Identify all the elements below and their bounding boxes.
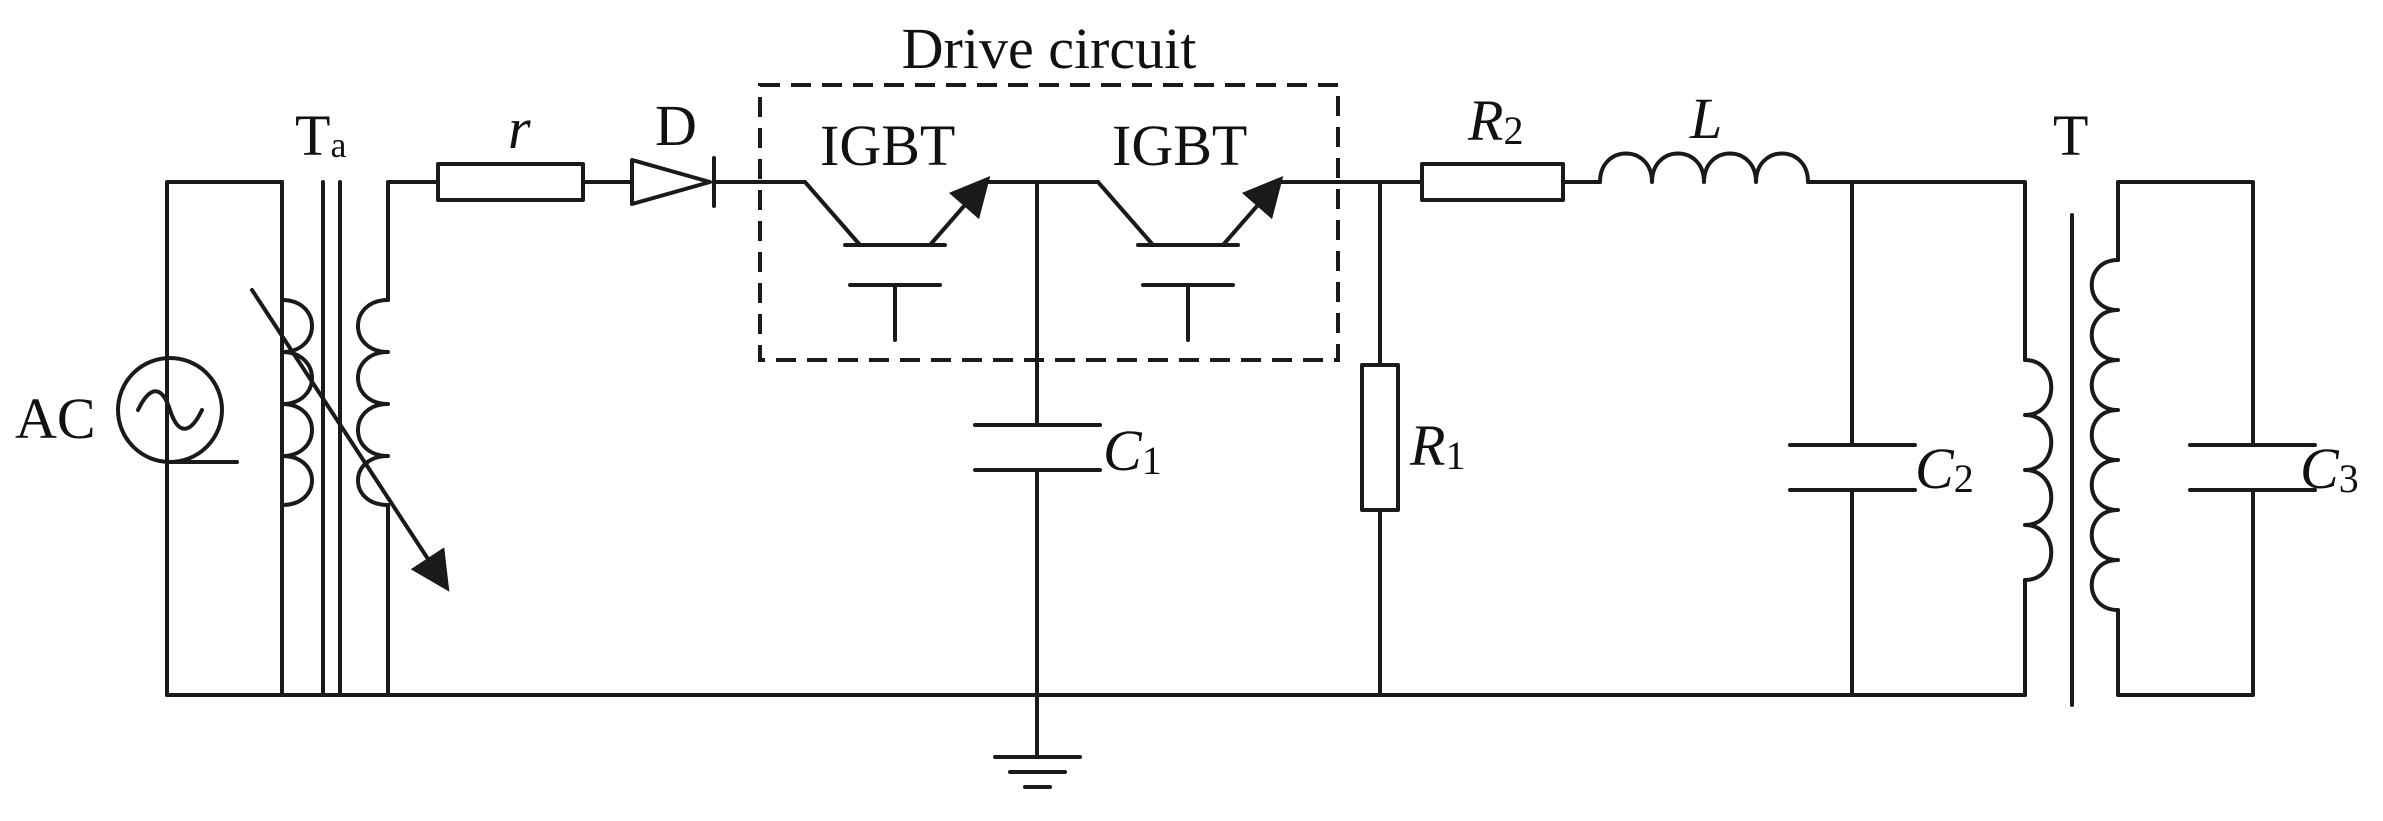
ac-source: [116, 356, 224, 464]
wire-secondary-loop: [2116, 180, 2255, 697]
capacitor-c2: [1788, 443, 1917, 492]
inductor-l: [1598, 151, 1810, 184]
r1-label: R1: [1409, 413, 1465, 478]
variable-arrow-icon: [250, 288, 450, 592]
sine-wave-icon: [136, 389, 204, 431]
capacitor-c3: [2188, 443, 2317, 492]
igbt-1-gate: [848, 283, 942, 342]
resistor-r2: [1420, 162, 1565, 202]
igbt-1: [803, 175, 991, 342]
capacitor-c1: [973, 423, 1102, 472]
resistor-r1: [1360, 363, 1400, 512]
ac-source-circle: [116, 356, 224, 464]
t-secondary-coil: [2089, 258, 2120, 612]
igbt-1-label: IGBT: [820, 113, 955, 178]
ac-label: AC: [15, 386, 96, 451]
diode-d: [630, 156, 716, 208]
ground-icon: [993, 755, 1082, 789]
wire-l-t: [1806, 180, 2027, 362]
igbt-1-emitter: [928, 175, 991, 247]
transformer-t: [2023, 213, 2120, 707]
c1-label: C1: [1103, 418, 1162, 483]
igbt-2-emitter: [1221, 175, 1284, 247]
r-label: r: [508, 96, 531, 161]
wires: [165, 180, 2255, 757]
t-primary-coil: [2023, 358, 2054, 582]
transformer-ta: [250, 180, 450, 697]
r2-label: R2: [1467, 88, 1523, 153]
ta-primary-coil: [280, 298, 314, 507]
igbt-2: [1096, 175, 1284, 342]
wire-ac-loop: [165, 180, 284, 697]
l-label: L: [1689, 86, 1722, 151]
igbt-2-label: IGBT: [1112, 113, 1247, 178]
igbt-1-collector: [803, 180, 862, 247]
drive-circuit-label: Drive circuit: [902, 16, 1197, 81]
c3-label: C3: [2300, 436, 2359, 501]
d-label: D: [655, 93, 697, 158]
diode-triangle: [630, 158, 712, 206]
igbt-2-collector: [1096, 180, 1155, 247]
wire-ta-secondary-top: [386, 180, 440, 302]
ta-label: Ta: [295, 103, 346, 168]
drive-circuit-box: [758, 83, 1340, 362]
igbt-2-gate: [1141, 283, 1235, 342]
t-label: T: [2053, 103, 2088, 168]
c2-label: C2: [1915, 436, 1974, 501]
ta-secondary-coil: [356, 298, 390, 507]
resistor-r: [436, 162, 585, 202]
